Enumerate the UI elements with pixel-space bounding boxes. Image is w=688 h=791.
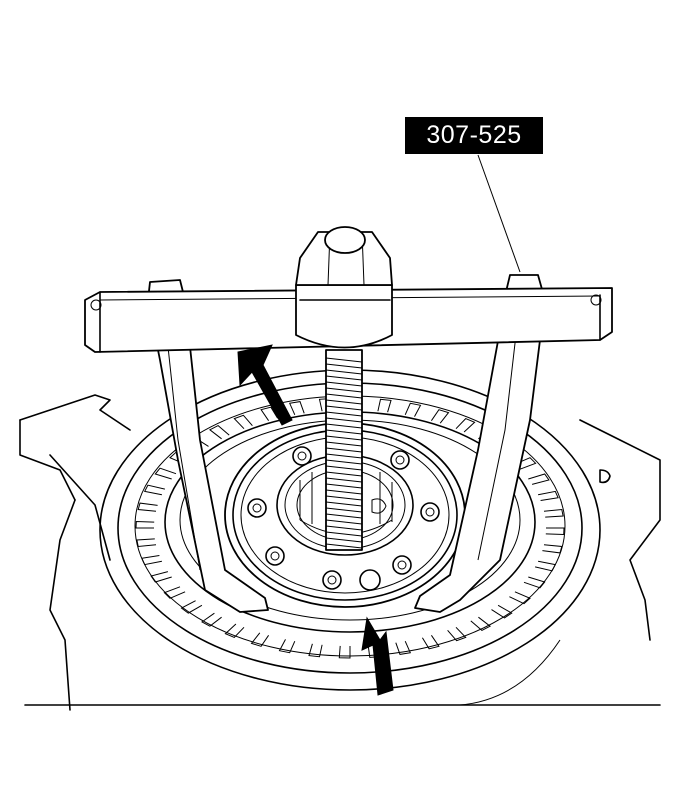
gear-tooth: [308, 643, 323, 658]
screw-thread: [325, 429, 363, 435]
screw-thread: [325, 465, 363, 471]
gear-tooth: [150, 571, 172, 583]
screw-thread: [325, 483, 363, 489]
gear-tooth: [491, 604, 513, 619]
screw-thread: [325, 423, 363, 429]
gear-tooth: [430, 409, 450, 424]
gear-tooth: [233, 414, 253, 430]
gear-tooth: [154, 467, 177, 480]
screw-thread: [325, 477, 363, 483]
gear-tooth: [509, 591, 531, 605]
gear-tooth: [545, 527, 565, 536]
gear-tooth: [421, 635, 440, 650]
gear-tooth: [201, 612, 222, 627]
screw-thread: [325, 459, 363, 465]
screw-thread: [325, 375, 363, 381]
screw-thread: [325, 441, 363, 447]
arrow-lower: [361, 616, 394, 696]
screw-thread: [325, 543, 363, 549]
gear-tooth: [377, 398, 392, 413]
gear-tooth: [455, 418, 476, 433]
gear-tooth: [208, 425, 230, 440]
gear-tooth: [447, 626, 467, 642]
gear-tooth: [404, 402, 422, 417]
gear-tooth: [141, 555, 162, 566]
gear-tooth: [395, 640, 412, 655]
gear-tooth: [288, 401, 305, 416]
gear-tooth: [470, 616, 492, 631]
screw-thread: [325, 399, 363, 405]
screw-thread: [325, 381, 363, 387]
gear-tooth: [523, 576, 546, 589]
screw-thread: [325, 405, 363, 411]
gear-tooth: [137, 502, 158, 512]
screw-thread: [325, 513, 363, 519]
screw-thread: [325, 471, 363, 477]
screw-thread: [325, 357, 363, 363]
hex-nut: [295, 226, 393, 349]
gear-tooth: [136, 538, 157, 548]
gear-tooth: [135, 520, 155, 529]
screw-thread: [325, 447, 363, 453]
arrow-upper: [237, 344, 293, 426]
screw-thread: [325, 453, 363, 459]
forcing-screw: [325, 349, 363, 551]
gear-tooth: [278, 639, 296, 654]
gear-tooth: [250, 632, 270, 647]
gear-tooth: [143, 484, 166, 496]
hub-bolts: [247, 446, 440, 591]
tool-number-label: 307-525: [405, 117, 543, 154]
gear-tooth: [528, 473, 550, 485]
gear-tooth: [538, 490, 559, 501]
gear-tooth: [542, 544, 563, 554]
gear-tooth: [534, 560, 557, 572]
screw-thread: [325, 495, 363, 501]
gear-tooth: [543, 508, 564, 518]
gear-ring: [135, 397, 565, 659]
screw-thread: [325, 411, 363, 417]
screw-thread: [325, 537, 363, 543]
gear-tooth: [338, 645, 351, 659]
screw-thread: [325, 363, 363, 369]
screw-thread: [325, 525, 363, 531]
screw-thread: [325, 519, 363, 525]
gear-tooth: [224, 623, 245, 638]
screw-thread: [325, 417, 363, 423]
screw-thread: [325, 531, 363, 537]
screw-thread: [325, 387, 363, 393]
screw-thread: [325, 501, 363, 507]
gear-tooth: [180, 600, 203, 614]
leader-line: [477, 154, 521, 273]
screw-thread: [325, 393, 363, 399]
gear-tooth: [514, 457, 537, 470]
screw-thread: [325, 507, 363, 513]
screw-thread: [325, 435, 363, 441]
screw-thread: [325, 489, 363, 495]
transmission-case: [19, 394, 661, 711]
gear-tooth: [163, 586, 186, 599]
gear-tooth: [260, 406, 279, 421]
screw-thread: [325, 369, 363, 375]
